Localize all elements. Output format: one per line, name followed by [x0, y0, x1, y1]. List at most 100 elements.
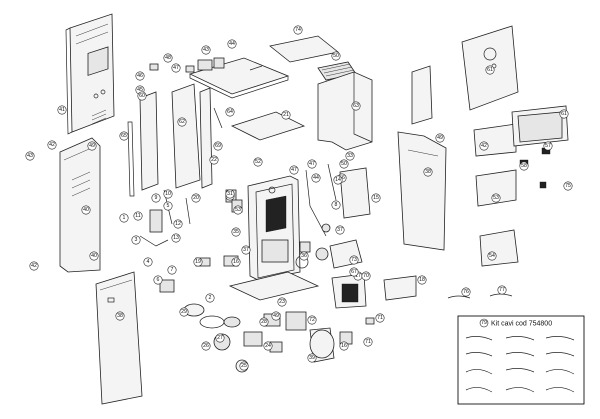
callout-bubble — [371, 193, 381, 203]
callout-number: 41 — [59, 107, 65, 113]
main-body — [247, 175, 301, 281]
callout-number: 47 — [309, 161, 315, 167]
callout-bubble — [487, 251, 497, 261]
callout-31: 31 — [225, 189, 235, 199]
callout-7: 7 — [167, 265, 177, 275]
callout-bubble — [179, 307, 189, 317]
callout-4: 4 — [143, 257, 153, 267]
callout-number: 45 — [137, 87, 143, 93]
callout-bubble — [299, 251, 309, 261]
callout-number: 18 — [419, 277, 425, 283]
callout-23: 23 — [277, 297, 287, 307]
callout-27: 27 — [215, 333, 225, 343]
callout-5: 5 — [163, 201, 173, 211]
callout-bubble — [331, 200, 341, 210]
callout-bubble — [171, 233, 181, 243]
right-small-panels — [473, 105, 569, 267]
callout-49: 49 — [87, 141, 97, 151]
rear-panel — [65, 13, 115, 135]
callout-61: 61 — [559, 109, 569, 119]
callout-bubble — [163, 189, 173, 199]
callout-number: 28 — [261, 319, 267, 325]
callout-bubble — [339, 341, 349, 351]
callout-number: 25 — [241, 363, 247, 369]
callout-number: 46 — [137, 73, 143, 79]
callout-bubble — [349, 267, 359, 277]
callout-40: 40 — [89, 251, 99, 261]
callout-bubble — [307, 315, 317, 325]
callout-bubble — [519, 161, 529, 171]
callout-number: 10 — [165, 191, 171, 197]
callout-number: 1 — [123, 215, 126, 221]
callout-bubble — [335, 225, 345, 235]
callout-74: 74 — [293, 25, 303, 35]
callout-number: 7 — [171, 267, 174, 273]
callout-number: 5 — [167, 203, 170, 209]
callout-number: 31 — [227, 191, 233, 197]
callout-number: 27 — [217, 335, 223, 341]
callout-number: 19 — [195, 259, 201, 265]
callout-number: 74 — [295, 27, 301, 33]
callout-number: 67 — [351, 269, 357, 275]
callout-33: 33 — [345, 151, 355, 161]
callout-bubble — [225, 107, 235, 117]
callout-49: 49 — [271, 311, 281, 321]
callout-number: 65 — [121, 133, 127, 139]
callout-number: 49 — [89, 143, 95, 149]
callout-69: 69 — [213, 141, 223, 151]
callout-bubble — [263, 341, 273, 351]
callout-6: 6 — [153, 275, 163, 285]
callout-50: 50 — [339, 159, 349, 169]
callout-44: 44 — [311, 173, 321, 183]
callout-52: 52 — [253, 157, 263, 167]
inner-plates — [127, 83, 213, 197]
callout-75: 75 — [563, 181, 573, 191]
callout-bubble — [293, 25, 303, 35]
callout-73: 73 — [349, 255, 359, 265]
callout-16: 16 — [339, 341, 349, 351]
callout-bubble — [87, 141, 97, 151]
callout-43: 43 — [25, 151, 35, 161]
callout-layer: 4142434042494847464543446460626574695063… — [25, 25, 573, 371]
callout-number: 73 — [351, 257, 357, 263]
front-door — [95, 271, 143, 405]
callout-bubble — [173, 219, 183, 229]
callout-bubble — [563, 181, 573, 191]
cable-kit-number: 79 — [481, 320, 487, 326]
callout-71: 71 — [375, 313, 385, 323]
callout-47: 47 — [307, 159, 317, 169]
callout-1: 1 — [119, 213, 129, 223]
callout-35: 35 — [231, 227, 241, 237]
callout-42: 42 — [29, 261, 39, 271]
callout-number: 53 — [235, 207, 241, 213]
callout-bubble — [133, 211, 143, 221]
callout-bubble — [333, 175, 343, 185]
callout-21: 21 — [281, 110, 291, 120]
callout-67: 67 — [349, 267, 359, 277]
callout-number: 42 — [49, 142, 55, 148]
right-rear-plate — [411, 65, 433, 125]
callout-bubble — [239, 361, 249, 371]
callout-38: 38 — [423, 167, 433, 177]
callout-47: 47 — [289, 165, 299, 175]
callout-number: 39 — [309, 355, 315, 361]
callout-15: 15 — [371, 193, 381, 203]
callout-12: 12 — [173, 219, 183, 229]
left-side-panel — [59, 137, 101, 273]
callout-number: 58 — [521, 163, 527, 169]
callout-bubble — [543, 141, 553, 151]
callout-bubble — [231, 257, 241, 267]
callout-bubble — [233, 205, 243, 215]
callout-bubble — [47, 140, 57, 150]
callout-bubble — [131, 235, 141, 245]
callout-number: 12 — [175, 221, 181, 227]
callout-number: 56 — [339, 175, 345, 181]
callout-48: 48 — [163, 53, 173, 63]
callout-53: 53 — [491, 193, 501, 203]
callout-number: 40 — [83, 207, 89, 213]
callout-bubble — [205, 293, 215, 303]
callout-bubble — [375, 313, 385, 323]
callout-bubble — [81, 205, 91, 215]
callout-number: 23 — [279, 299, 285, 305]
